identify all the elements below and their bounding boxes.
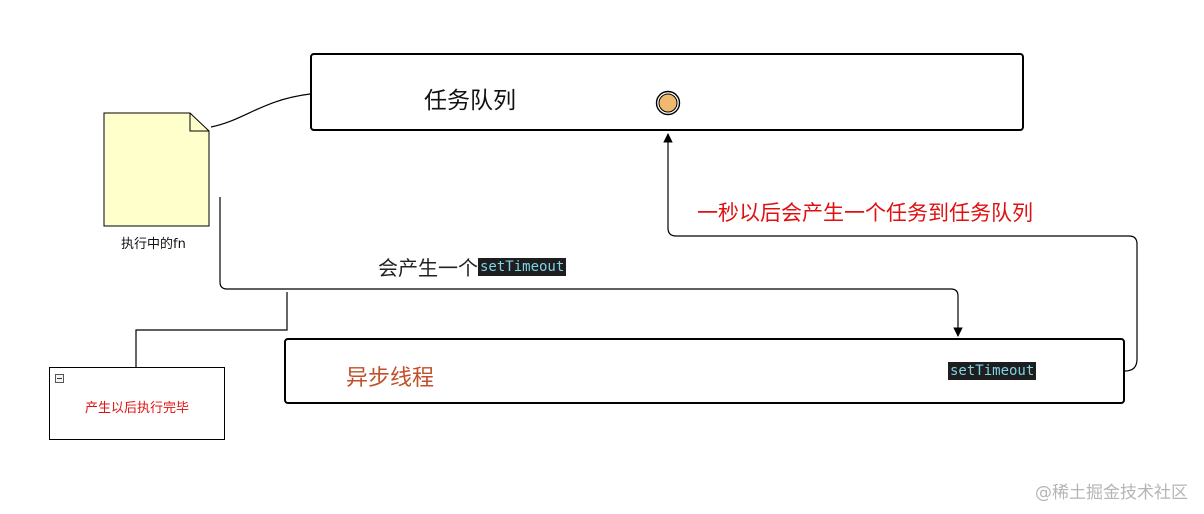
create-settimeout-arrow: [219, 197, 963, 337]
executing-fn-label: 执行中的fn: [121, 237, 186, 252]
create-edge-text: 会产生一个: [378, 256, 478, 280]
task-queue-title: 任务队列: [424, 88, 516, 114]
task-token-icon: [655, 90, 681, 116]
task-queue-box: 任务队列: [310, 53, 1024, 131]
async-settimeout-chip: setTimeout: [948, 362, 1037, 380]
note-box: 产生以后执行完毕: [49, 367, 225, 440]
watermark: @稀土掘金技术社区: [1035, 483, 1188, 503]
collapse-icon[interactable]: [55, 374, 64, 383]
produce-edge-label: 一秒以后会产生一个任务到任务队列: [697, 201, 1033, 225]
create-settimeout-chip: setTimeout: [478, 257, 567, 276]
produce-task-arrow: [663, 133, 1138, 372]
doc-to-queue-connector: [210, 93, 311, 128]
note-connector: [135, 292, 288, 367]
executing-fn-document-icon: [103, 112, 210, 227]
async-thread-title: 异步线程: [346, 366, 435, 391]
note-text: 产生以后执行完毕: [84, 401, 189, 416]
async-thread-box: 异步线程 setTimeout: [284, 338, 1125, 404]
